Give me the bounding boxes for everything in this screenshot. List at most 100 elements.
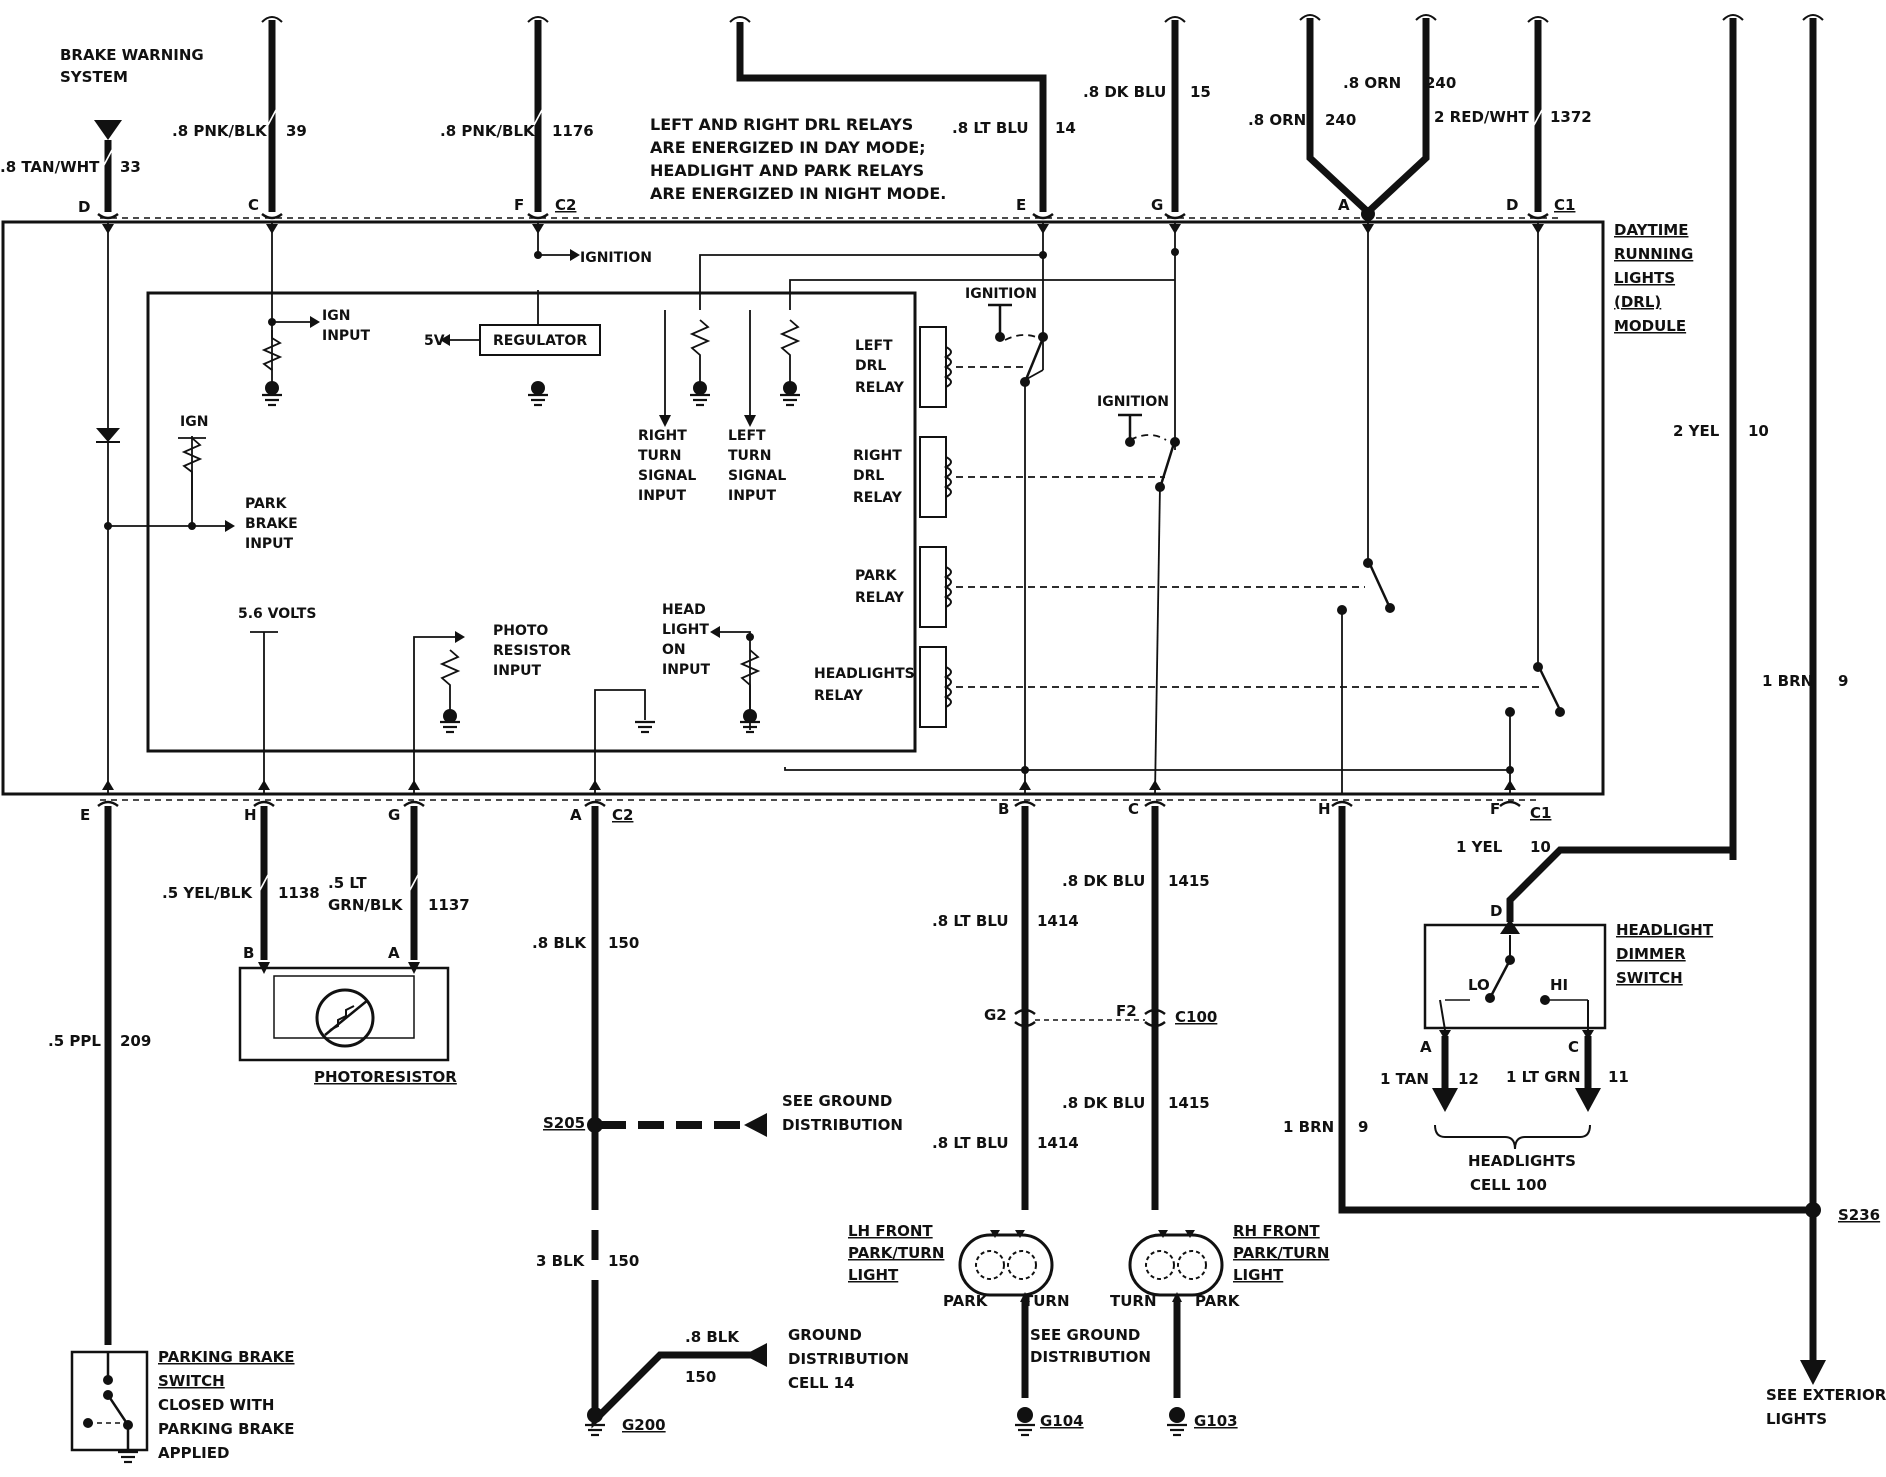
wire-circuit-e-top: 14 [1055,119,1076,137]
junction-g2: G2 [984,1006,1007,1024]
see-exterior-1: SEE EXTERIOR [1766,1386,1886,1404]
wire-circuit-brn-right: 9 [1838,672,1848,690]
connector-c1-bottom: C1 [1530,804,1551,822]
wire-circuit-h-bottom: 1138 [278,884,320,902]
connector-c100: C100 [1175,1008,1217,1026]
lh-lamp-label-1: LH FRONT [848,1222,933,1240]
pin-b-bottom: B [998,800,1009,818]
right-turn-input-4: INPUT [638,488,687,504]
wire-circuit-g-top: 15 [1190,83,1211,101]
wire-color-c-bottom: .8 DK BLU [1062,872,1145,890]
see-ground-2: DISTRIBUTION [782,1116,903,1134]
wire-color-a-top-a: .8 ORN [1248,111,1306,129]
headlight-on-input-1: HEAD [662,602,706,618]
wire-circuit-f-bottom: 10 [1530,838,1551,856]
ignition-label-2: IGNITION [1097,394,1169,410]
ground-dist-circuit: 150 [685,1368,716,1386]
wire-circuit-ltgrn: 11 [1608,1068,1629,1086]
left-drl-relay-2: DRL [855,358,886,374]
pin-a-bottom: A [570,806,582,824]
parking-brake-switch-5: APPLIED [158,1444,229,1462]
rh-lamp-label-2: PARK/TURN [1233,1244,1329,1262]
park-relay-1: PARK [855,568,898,584]
lh-park-label: PARK [943,1292,989,1310]
wire-circuit-b-bottom-2: 1414 [1037,1134,1079,1152]
pin-g-top: G [1151,196,1163,214]
pin-c-top: C [248,196,259,214]
module-label-4: (DRL) [1614,293,1661,311]
wire-circuit-tan: 12 [1458,1070,1479,1088]
rh-lamp-label-1: RH FRONT [1233,1222,1320,1240]
dimmer-pin-a: A [1420,1038,1432,1056]
wire-color-d-top: .8 TAN/WHT [0,158,100,176]
wire-circuit-d-top-right: 1372 [1550,108,1592,126]
pin-f-top: F [514,196,524,214]
ignition-top-label: IGNITION [580,250,652,266]
ground-dist-label-3: CELL 14 [788,1374,854,1392]
relay-note-2: ARE ENERGIZED IN DAY MODE; [650,138,926,157]
dimmer-pin-c: C [1568,1038,1579,1056]
park-brake-input-1: PARK [245,496,288,512]
brake-warning-label-2: SYSTEM [60,68,128,86]
see-exterior-2: LIGHTS [1766,1410,1827,1428]
ign-input-label-1: IGN [322,308,350,324]
left-turn-input-4: INPUT [728,488,777,504]
wire-color-g-top: .8 DK BLU [1083,83,1166,101]
parking-brake-switch-box [70,1350,149,1452]
wire-circuit-a-top-b: 240 [1425,74,1456,92]
dimmer-lo: LO [1468,976,1490,994]
right-turn-input-3: SIGNAL [638,468,696,484]
pin-h-bottom: H [244,806,257,824]
wire-color-g-bottom-2: GRN/BLK [328,896,404,914]
dimmer-label-2: DIMMER [1616,945,1686,963]
ground-g200: G200 [622,1416,666,1434]
pin-d-top-right: D [1506,196,1518,214]
photo-resistor-input-1: PHOTO [493,623,548,639]
lh-turn-label: TURN [1023,1292,1070,1310]
lamp-see-ground-2: DISTRIBUTION [1030,1348,1151,1366]
wire-color-a-top-b: .8 ORN [1343,74,1401,92]
wire-circuit-d-top: 33 [120,158,141,176]
headlight-on-input-4: INPUT [662,662,711,678]
ground-g104: G104 [1040,1412,1084,1430]
wire-circuit-a-bottom: 150 [608,934,639,952]
left-drl-relay-1: LEFT [855,338,893,354]
drl-module-box [1,220,1605,796]
wire-circuit-b-bottom: 1414 [1037,912,1079,930]
lh-lamp-label-3: LIGHT [848,1266,899,1284]
wire-color-f-bottom: 1 YEL [1456,838,1503,856]
wire-color-c-top: .8 PNK/BLK [172,122,268,140]
lamp-see-ground-1: SEE GROUND [1030,1326,1140,1344]
splice-s236: S236 [1838,1206,1880,1224]
ground-dist-color: .8 BLK [685,1328,740,1346]
photoresistor-box [238,966,450,1062]
photo-resistor-input-3: INPUT [493,663,542,679]
left-turn-input-3: SIGNAL [728,468,786,484]
module-label-5: MODULE [1614,317,1686,335]
ground-dist-label-1: GROUND [788,1326,862,1344]
headlight-on-input-3: ON [662,642,686,658]
pin-a-top: A [1338,196,1350,214]
relay-note-1: LEFT AND RIGHT DRL RELAYS [650,115,913,134]
pin-d-top: D [78,198,90,216]
wire-circuit-brn-bottom: 9 [1358,1118,1368,1136]
park-relay-2: RELAY [855,590,905,606]
wire-circuit-g-bottom: 1137 [428,896,470,914]
pin-g-bottom: G [388,806,400,824]
wire-color-c-bottom-2: .8 DK BLU [1062,1094,1145,1112]
headlight-on-input-2: LIGHT [662,622,709,638]
dimmer-pin-d: D [1490,902,1502,920]
wire-color-ltgrn: 1 LT GRN [1506,1068,1581,1086]
park-brake-input-2: BRAKE [245,516,298,532]
wire-color-brn-right: 1 BRN [1762,672,1813,690]
parking-brake-switch-2: SWITCH [158,1372,225,1390]
relay-note-3: HEADLIGHT AND PARK RELAYS [650,161,924,180]
park-brake-input-3: INPUT [245,536,294,552]
connector-c2-top: C2 [555,196,576,214]
photoresistor-label: PHOTORESISTOR [314,1068,457,1086]
wire-circuit-a-bottom-2: 150 [608,1252,639,1270]
photo-pin-a: A [388,944,400,962]
lh-lamp-label-2: PARK/TURN [848,1244,944,1262]
five-v-label: 5V [424,333,445,349]
